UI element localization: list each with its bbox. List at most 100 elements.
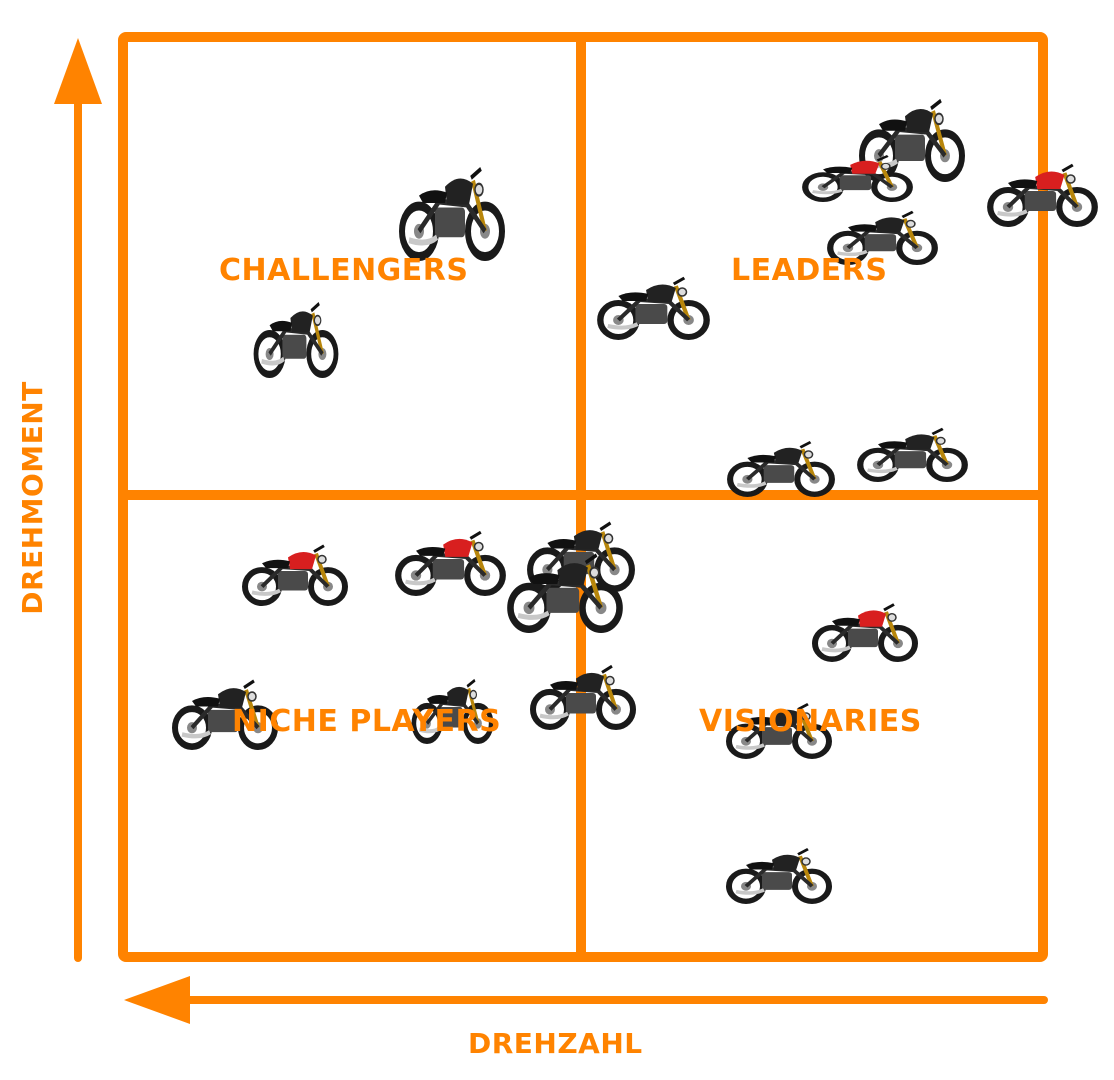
handlebar — [797, 847, 809, 856]
fuel-tank — [576, 672, 604, 691]
roadster-bike-icon — [507, 553, 623, 633]
engine — [278, 571, 308, 591]
headlight — [801, 857, 811, 866]
fuel-tank — [218, 688, 246, 708]
headlight — [935, 436, 946, 445]
engine — [432, 558, 465, 580]
seat — [529, 573, 560, 584]
exhaust — [517, 610, 550, 620]
headlight — [473, 541, 484, 552]
electric-bike-icon — [987, 163, 1098, 227]
axes — [54, 38, 1048, 1024]
handlebar — [672, 276, 686, 286]
engine — [1024, 191, 1057, 211]
engine — [208, 709, 238, 733]
handlebar — [876, 154, 889, 162]
seat — [550, 681, 578, 690]
engine — [895, 134, 925, 161]
engine — [546, 587, 580, 613]
exhaust — [735, 888, 766, 895]
handlebar — [797, 702, 809, 711]
headlight — [589, 566, 600, 579]
engine — [762, 727, 792, 745]
engine — [439, 706, 463, 728]
seat — [832, 617, 860, 626]
fuel-tank — [905, 108, 933, 133]
headlight — [605, 675, 615, 686]
fuel-tank — [557, 563, 588, 586]
engine — [762, 872, 792, 890]
exhaust — [539, 711, 570, 720]
exhaust — [837, 249, 868, 257]
naked-bike-icon — [411, 678, 494, 745]
seat — [416, 547, 446, 556]
exhaust — [418, 725, 442, 734]
seat — [747, 454, 776, 463]
exhaust — [251, 588, 282, 596]
classic-bike-icon — [812, 603, 918, 663]
scrambler-bike-icon — [172, 679, 278, 750]
seat — [879, 119, 907, 131]
exhaust — [607, 322, 639, 330]
headlight — [887, 613, 897, 622]
headlight — [603, 533, 614, 544]
engine — [848, 628, 878, 648]
exhaust — [735, 743, 766, 750]
naked-bike-icon — [253, 302, 339, 379]
motorcycle-images — [172, 98, 1098, 904]
exhaust — [812, 188, 843, 195]
fuel-tank — [573, 530, 603, 550]
seat — [746, 716, 774, 725]
fuel-tank — [288, 552, 316, 570]
fuel-tank — [875, 217, 905, 233]
engine — [864, 234, 897, 252]
handlebar — [466, 678, 476, 688]
headlight — [934, 112, 944, 126]
handlebar — [930, 98, 942, 111]
headlight — [1065, 174, 1076, 184]
handlebar — [584, 553, 598, 565]
fuel-tank — [858, 610, 886, 627]
headlight — [905, 219, 916, 228]
fuel-tank — [646, 284, 676, 302]
exhaust — [181, 730, 212, 739]
engine — [894, 451, 927, 469]
handlebar — [601, 664, 613, 674]
engine — [435, 207, 465, 238]
handlebar — [310, 302, 320, 313]
engine — [839, 175, 872, 191]
fuel-tank — [447, 686, 469, 705]
handlebar — [470, 166, 482, 180]
fuel-tank — [905, 434, 935, 450]
handlebar — [599, 521, 612, 532]
seat — [878, 441, 908, 449]
engine — [566, 692, 596, 714]
touring-bike-icon — [802, 154, 913, 203]
headlight — [803, 450, 814, 459]
headlight — [247, 691, 257, 702]
handlebar — [469, 530, 482, 540]
seat — [1008, 179, 1038, 188]
street-bike-icon — [726, 702, 832, 759]
x-axis-arrowhead — [124, 976, 190, 1024]
classic-bike-icon — [727, 440, 835, 497]
engine — [763, 465, 795, 483]
handlebar — [313, 544, 325, 553]
fuel-tank — [290, 311, 313, 333]
exhaust — [867, 466, 898, 474]
naked-bike-icon — [242, 544, 348, 607]
headlight — [474, 182, 484, 197]
fuel-tank — [850, 160, 880, 174]
power-cruiser-icon — [597, 276, 710, 340]
exhaust — [261, 356, 285, 366]
seat — [419, 190, 447, 204]
fuel-tank — [772, 709, 800, 726]
exhaust — [408, 234, 439, 246]
seat — [262, 559, 290, 569]
seat — [427, 695, 449, 704]
fuel-tank — [443, 538, 473, 557]
headlight — [677, 287, 688, 297]
naked-bike-icon — [530, 664, 636, 731]
handlebar — [799, 440, 812, 449]
